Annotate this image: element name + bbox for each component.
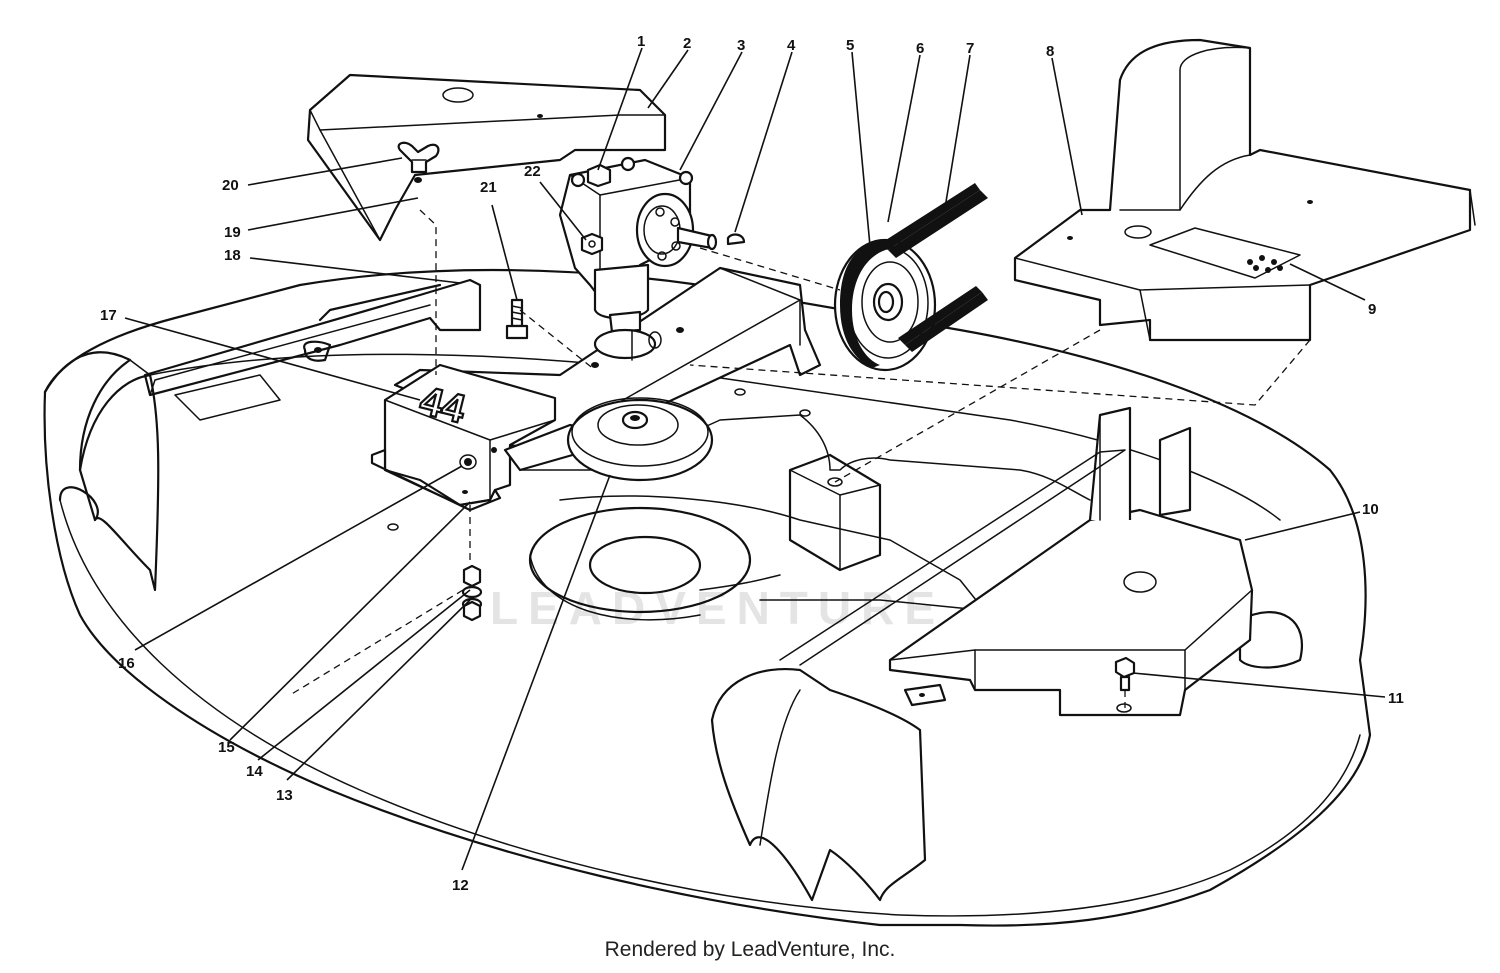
callout-5: 5: [846, 37, 854, 54]
callout-22: 22: [524, 163, 541, 180]
part-18-rail: [143, 278, 482, 421]
part-4-key: [726, 233, 746, 246]
callout-14: 14: [246, 763, 263, 780]
credit-line: Rendered by LeadVenture, Inc.: [604, 938, 896, 961]
callout-4: 4: [787, 37, 796, 54]
callout-17: 17: [100, 307, 117, 324]
callout-18: 18: [224, 247, 241, 264]
callout-6: 6: [916, 40, 924, 57]
part-22-nut: [580, 232, 604, 256]
callout-1: 1: [637, 33, 645, 50]
part-7-v-belt: [878, 183, 988, 352]
callout-20: 20: [222, 177, 239, 194]
part-20-wing-nut: [397, 141, 440, 174]
leader-lines: [124, 47, 1386, 871]
watermark-text: LEADVENTURE: [490, 582, 945, 634]
part-10-spindle-cover: [779, 406, 1254, 717]
part-12-spindle-pulley: [566, 397, 714, 482]
callout-8: 8: [1046, 43, 1054, 60]
part-5-drive-pulley: [833, 238, 937, 372]
callout-21: 21: [480, 179, 497, 196]
assembly-lines: [289, 209, 1311, 708]
callout-19: 19: [224, 224, 241, 241]
callout-2: 2: [683, 35, 691, 52]
callouts: 1 2 3 4 5 6 7 8 9 10 11 12 13 14 15 16 1…: [100, 33, 1404, 894]
callout-16: 16: [118, 655, 135, 672]
callout-9: 9: [1368, 301, 1376, 318]
part-2-belt-shield: [306, 73, 667, 242]
callout-15: 15: [218, 739, 235, 756]
callout-7: 7: [966, 40, 974, 57]
part-8-right-shield: [1013, 38, 1476, 342]
callout-10: 10: [1362, 501, 1379, 518]
callout-11: 11: [1388, 690, 1404, 707]
callout-12: 12: [452, 877, 469, 894]
callout-3: 3: [737, 37, 745, 54]
callout-13: 13: [276, 787, 293, 804]
part-21-bolt: [505, 298, 529, 340]
part-3-gearbox: [558, 156, 718, 361]
